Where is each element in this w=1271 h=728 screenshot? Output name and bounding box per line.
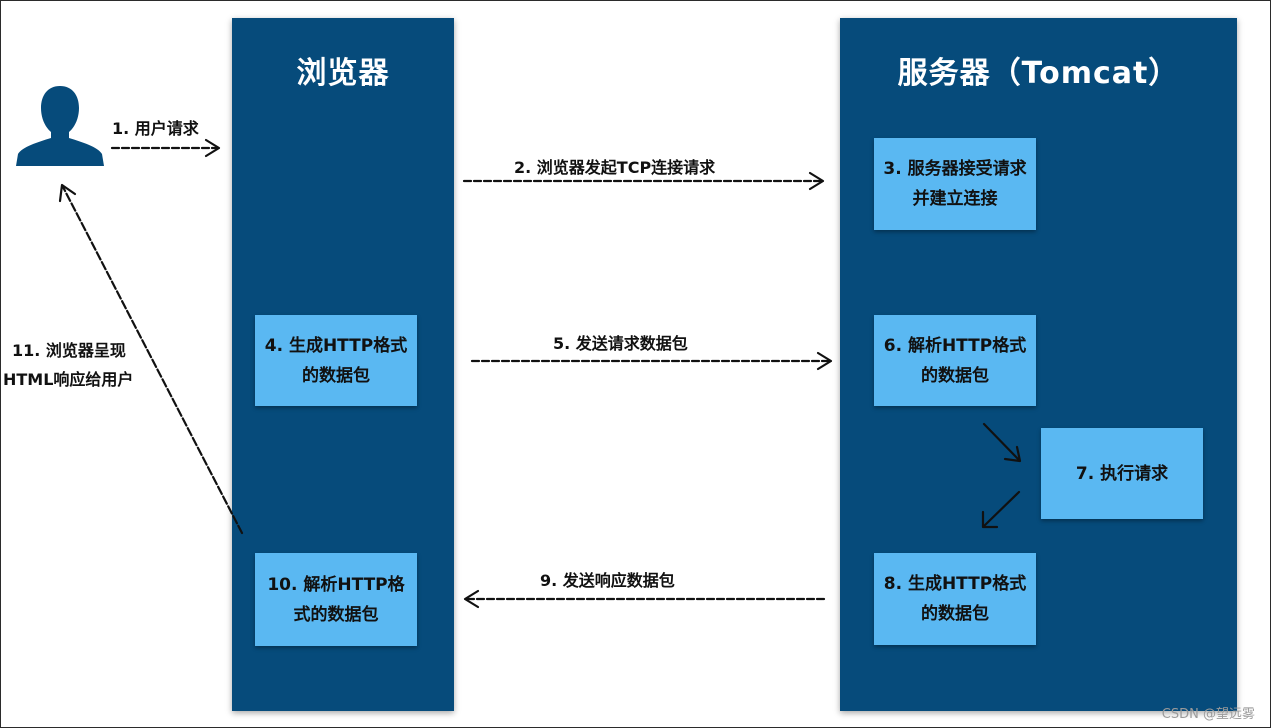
arrow-browser-to-user-head (58, 183, 77, 203)
arrow-parse-to-execute-head (1003, 445, 1022, 463)
box-parse-request-packet: 6. 解析HTTP格式的数据包 (874, 315, 1036, 406)
box-generate-request-packet-label: 4. 生成HTTP格式的数据包 (264, 335, 408, 386)
arrow-execute-to-generate-head (981, 510, 999, 529)
box-accept-connection: 3. 服务器接受请求并建立连接 (874, 138, 1036, 230)
arrow-browser-to-server-tcp-head (808, 171, 825, 191)
box-parse-request-packet-label: 6. 解析HTTP格式的数据包 (883, 335, 1027, 386)
box-parse-response-packet-label: 10. 解析HTTP格式的数据包 (267, 574, 405, 625)
edge-label-render-line1: 11. 浏览器呈现 (12, 341, 126, 360)
arrow-browser-to-user (61, 185, 244, 535)
arrow-parse-to-execute (982, 422, 1021, 462)
browser-title: 浏览器 (296, 56, 390, 91)
arrow-execute-to-generate (982, 490, 1021, 528)
edge-label-tcp-request: 2. 浏览器发起TCP连接请求 (514, 158, 716, 177)
box-parse-response-packet: 10. 解析HTTP格式的数据包 (255, 553, 417, 646)
box-generate-response-packet: 8. 生成HTTP格式的数据包 (874, 553, 1036, 645)
box-accept-connection-label: 3. 服务器接受请求并建立连接 (883, 159, 1027, 209)
server-title: 服务器（Tomcat） (897, 56, 1180, 91)
box-execute-request: 7. 执行请求 (1041, 428, 1203, 519)
edge-label-send-request: 5. 发送请求数据包 (553, 334, 688, 353)
edge-label-user-request: 1. 用户请求 (112, 119, 199, 138)
edge-label-send-response: 9. 发送响应数据包 (540, 571, 675, 590)
arrow-user-to-browser-head (204, 138, 221, 158)
arrow-browser-to-server-request-head (816, 351, 833, 371)
user-icon (16, 86, 104, 166)
box-generate-request-packet: 4. 生成HTTP格式的数据包 (255, 315, 417, 406)
watermark: CSDN @望远雾 (1161, 707, 1255, 722)
arrow-server-to-browser-response-head (463, 589, 480, 609)
edge-label-render-line2: HTML响应给用户 (3, 370, 134, 389)
box-execute-request-label: 7. 执行请求 (1075, 463, 1169, 484)
box-generate-response-packet-label: 8. 生成HTTP格式的数据包 (883, 574, 1027, 624)
